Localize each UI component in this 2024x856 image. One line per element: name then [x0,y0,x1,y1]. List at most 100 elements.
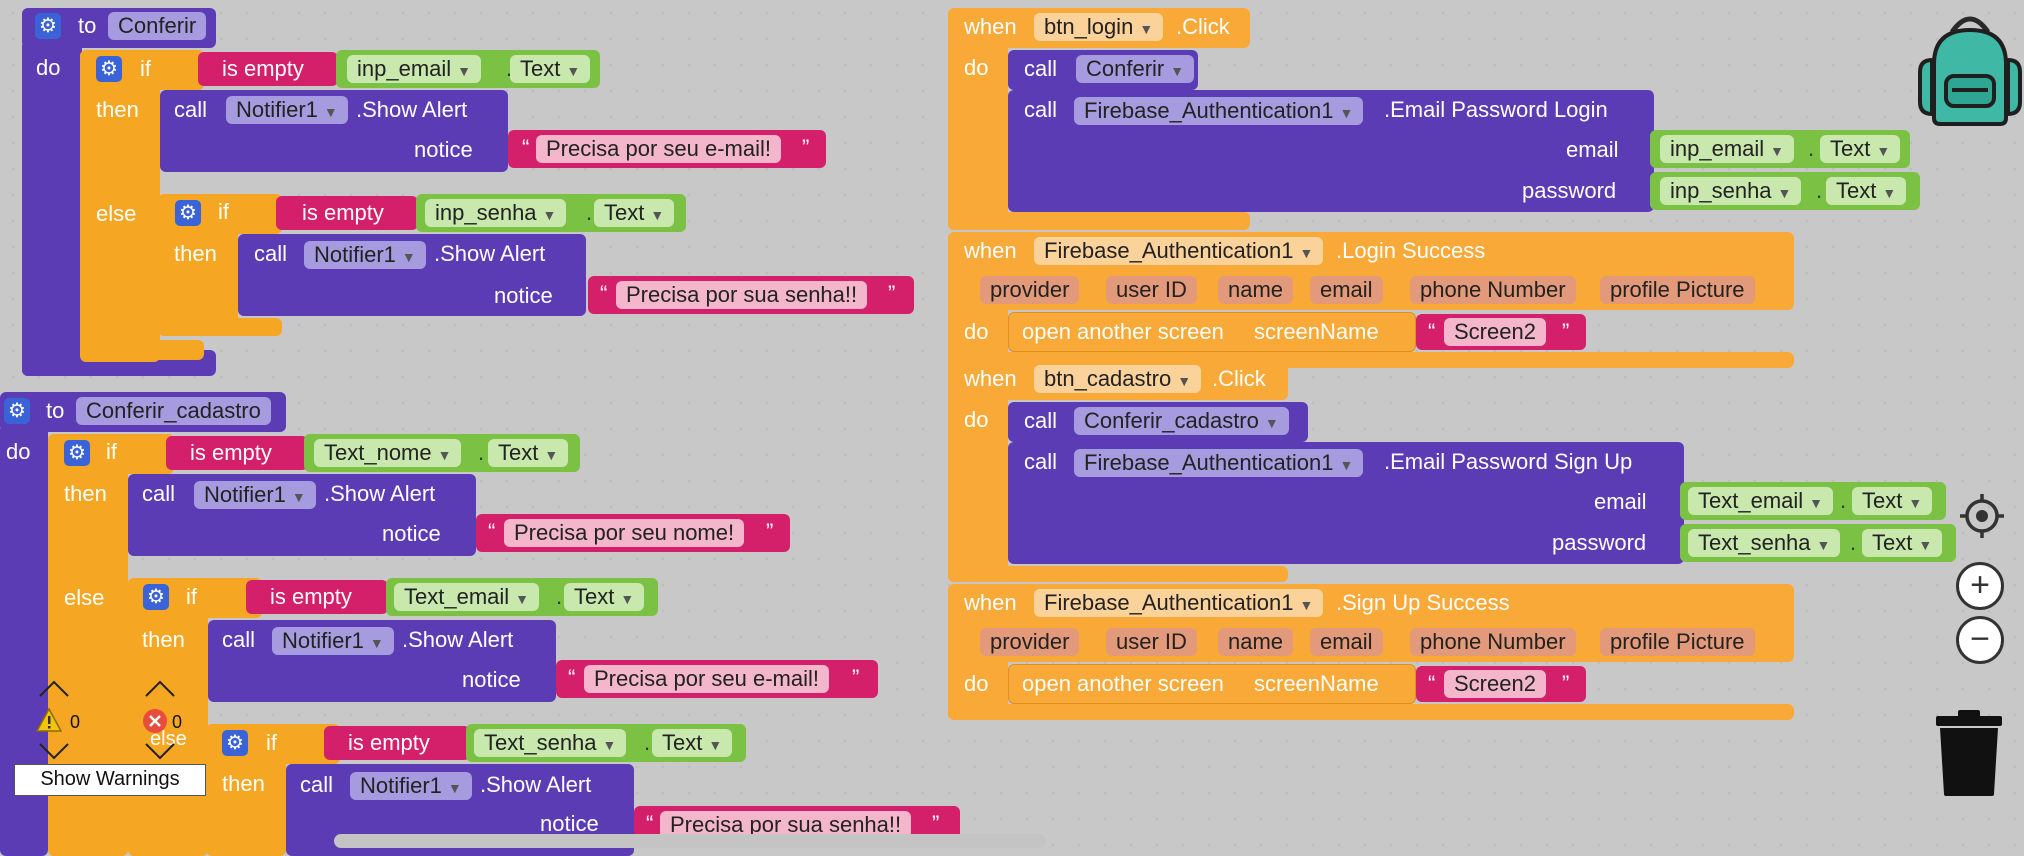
notifier-dropdown[interactable]: Notifier1▼ [226,96,348,124]
gear-icon[interactable]: ⚙ [143,584,169,610]
call-label: call [1024,449,1058,474]
chevron-down-icon: ▼ [447,780,462,796]
param-user-id[interactable]: user ID [1106,276,1197,304]
error-next-arrow-icon[interactable] [144,742,176,760]
method-label: .Email Password Sign Up [1384,449,1633,474]
proc-do-label: do [6,439,31,464]
text-value[interactable]: Screen2 [1444,670,1546,698]
is-empty-block[interactable] [166,436,308,470]
component-dropdown[interactable]: Firebase_Authentication1▼ [1074,449,1364,477]
text-value[interactable]: Screen2 [1444,318,1546,346]
param-profile-picture[interactable]: profile Picture [1600,628,1755,656]
component-dropdown[interactable]: Firebase_Authentication1▼ [1074,97,1364,125]
property-dropdown[interactable]: Text▼ [1862,529,1943,557]
proc-name-field[interactable]: Conferir [108,12,207,40]
property-dropdown[interactable]: Text▼ [1820,135,1901,163]
param-phone-number[interactable]: phone Number [1410,628,1576,656]
param-name[interactable]: name [1218,628,1294,656]
procedure-dropdown[interactable]: Conferir_cadastro▼ [1074,407,1289,435]
component-dropdown[interactable]: inp_email▼ [1660,135,1795,163]
param-provider[interactable]: provider [980,628,1080,656]
is-empty-block[interactable] [324,726,470,760]
quote-close: ” [1562,319,1570,344]
trash-icon[interactable] [1934,708,2004,798]
param-name[interactable]: name [1218,276,1294,304]
component-dropdown[interactable]: btn_login▼ [1034,13,1164,41]
if-label: if [218,199,229,224]
component-dropdown[interactable]: Firebase_Authentication1▼ [1034,237,1324,265]
gear-icon[interactable]: ⚙ [222,730,248,756]
param-email[interactable]: email [1310,276,1383,304]
proc-name-field[interactable]: Conferir_cadastro [76,397,271,425]
component-dropdown[interactable]: Text_nome▼ [314,439,462,467]
do-label: do [964,319,989,344]
gear-icon[interactable]: ⚙ [4,398,30,424]
warning-prev-arrow-icon[interactable] [38,680,70,698]
is-empty-block[interactable] [276,196,418,230]
property-dropdown[interactable]: Text▼ [652,729,733,757]
param-phone-number[interactable]: phone Number [1410,276,1576,304]
gear-icon[interactable]: ⚙ [175,200,201,226]
horizontal-scrollbar[interactable] [334,834,1046,848]
component-dropdown[interactable]: Text_email▼ [1688,487,1834,515]
text-value[interactable]: Precisa por seu e-mail! [536,135,781,163]
component-dropdown[interactable]: btn_cadastro▼ [1034,365,1202,393]
text-value[interactable]: Precisa por seu nome! [504,519,745,547]
gear-icon[interactable]: ⚙ [96,56,122,82]
text-value[interactable]: Precisa por seu e-mail! [584,665,829,693]
component-dropdown[interactable]: inp_senha▼ [1660,177,1802,205]
property-dropdown[interactable]: Text▼ [510,55,591,83]
method-label: .Email Password Login [1384,97,1608,122]
when-label: when [964,14,1017,39]
open-screen-block[interactable] [1008,664,1416,704]
zoom-out-button[interactable]: − [1956,616,2004,664]
notifier-dropdown[interactable]: Notifier1▼ [194,481,316,509]
if-label: if [266,730,277,755]
param-user-id[interactable]: user ID [1106,628,1197,656]
open-screen-block[interactable] [1008,312,1416,352]
then-label: then [96,97,139,122]
backpack-icon[interactable] [1916,10,2024,128]
gear-icon[interactable]: ⚙ [64,440,90,466]
component-dropdown[interactable]: inp_senha▼ [425,199,567,227]
component-dropdown[interactable]: Text_email▼ [394,583,540,611]
component-dropdown[interactable]: Text_senha▼ [474,729,627,757]
component-dropdown[interactable]: Text_senha▼ [1688,529,1841,557]
notifier-dropdown[interactable]: Notifier1▼ [350,772,472,800]
property-dropdown[interactable]: Text▼ [594,199,675,227]
param-email[interactable]: email [1310,628,1383,656]
call-label: call [142,481,176,506]
minus-icon: − [1970,620,1990,658]
param-provider[interactable]: provider [980,276,1080,304]
property-dropdown[interactable]: Text▼ [1852,487,1933,515]
if-body [80,50,160,362]
notifier-dropdown[interactable]: Notifier1▼ [272,627,394,655]
show-warnings-button[interactable]: Show Warnings [14,764,206,796]
is-empty-block[interactable] [246,580,388,614]
procedure-dropdown[interactable]: Conferir▼ [1076,55,1195,83]
property-dropdown[interactable]: Text▼ [564,583,645,611]
plus-icon: + [1970,566,1990,604]
error-prev-arrow-icon[interactable] [144,680,176,698]
property-dropdown[interactable]: Text▼ [488,439,569,467]
call-label: call [1024,408,1058,433]
chevron-down-icon: ▼ [1777,185,1792,201]
is-empty-block[interactable] [198,52,338,86]
center-target-icon[interactable] [1958,492,2006,540]
notifier-dropdown[interactable]: Notifier1▼ [304,241,426,269]
warning-next-arrow-icon[interactable] [38,742,70,760]
component-dropdown[interactable]: inp_email▼ [347,55,482,83]
gear-icon[interactable]: ⚙ [35,13,61,39]
property-dropdown[interactable]: Text▼ [1826,177,1907,205]
proc-do-label: do [36,55,61,80]
chevron-down-icon: ▼ [1339,105,1354,121]
text-value[interactable]: Precisa por sua senha!! [616,281,868,309]
zoom-in-button[interactable]: + [1956,562,2004,610]
component-dropdown[interactable]: Firebase_Authentication1▼ [1034,589,1324,617]
password-label: password [1522,178,1617,203]
else-label: else [64,585,105,610]
chevron-down-icon: ▼ [1139,21,1154,37]
notice-label: notice [462,667,521,692]
param-profile-picture[interactable]: profile Picture [1600,276,1755,304]
